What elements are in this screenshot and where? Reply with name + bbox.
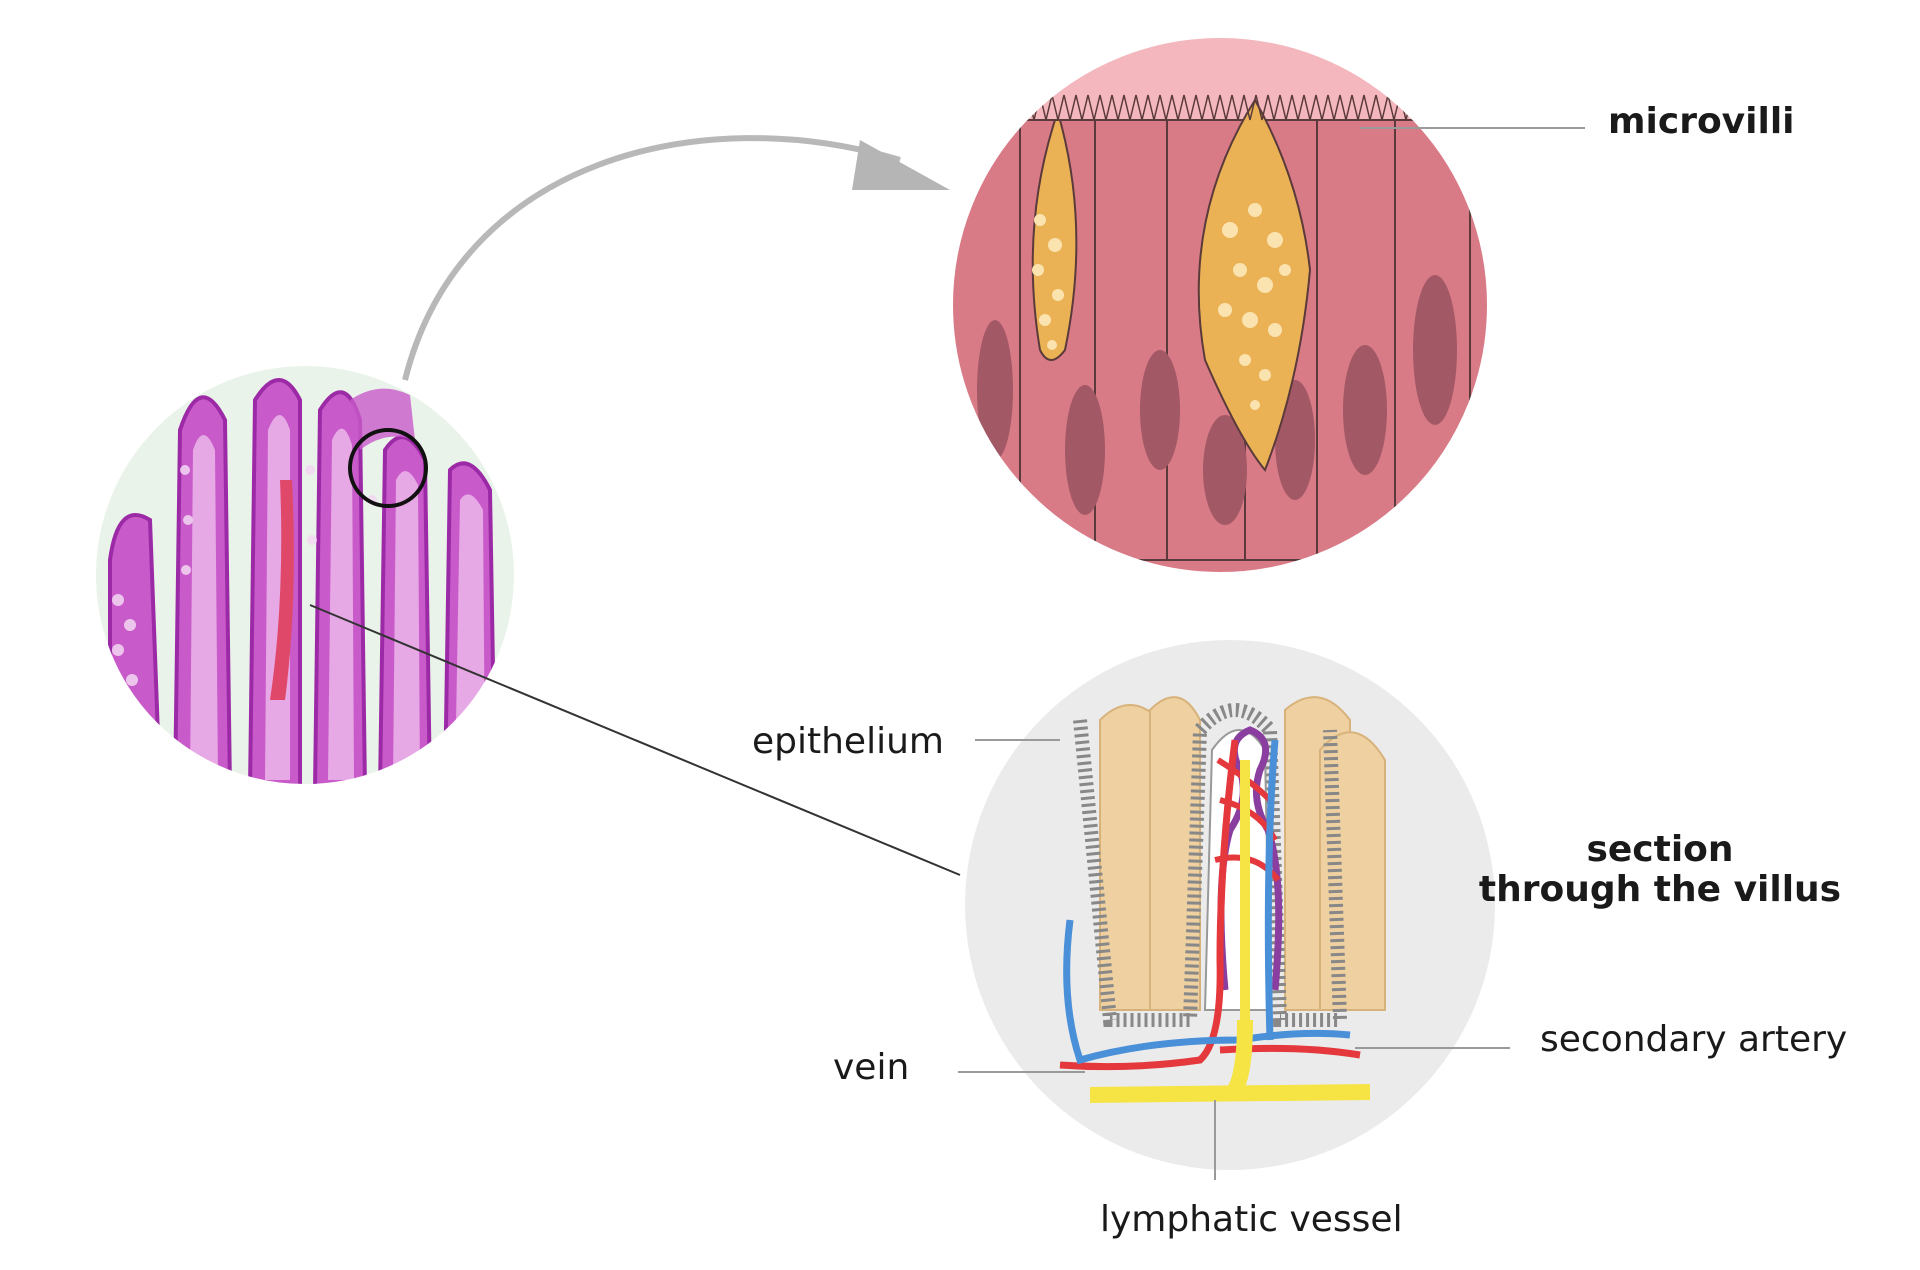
section-title-line2: through the villus [1478,869,1842,910]
vein-label: vein [833,1047,910,1088]
secondary-artery-label: secondary artery [1540,1019,1848,1060]
curved-arrow-icon [852,140,950,190]
histology-micrograph [95,365,515,785]
section-leader-line [309,604,961,876]
magnifier-circle-icon [348,428,428,508]
villus-section-illustration [1059,696,1386,1103]
section-title-line1: section [1586,829,1734,870]
histology-frame [94,364,516,786]
lymphatic-vessel-label: lymphatic vessel [1100,1199,1403,1240]
zoom-arrow-shaft [402,135,901,381]
epithelial-cells-closeup [952,37,1488,573]
microvilli-label: microvilli [1608,101,1795,142]
microvilli-frame [951,36,1489,574]
epithelium-label: epithelium [752,721,944,762]
